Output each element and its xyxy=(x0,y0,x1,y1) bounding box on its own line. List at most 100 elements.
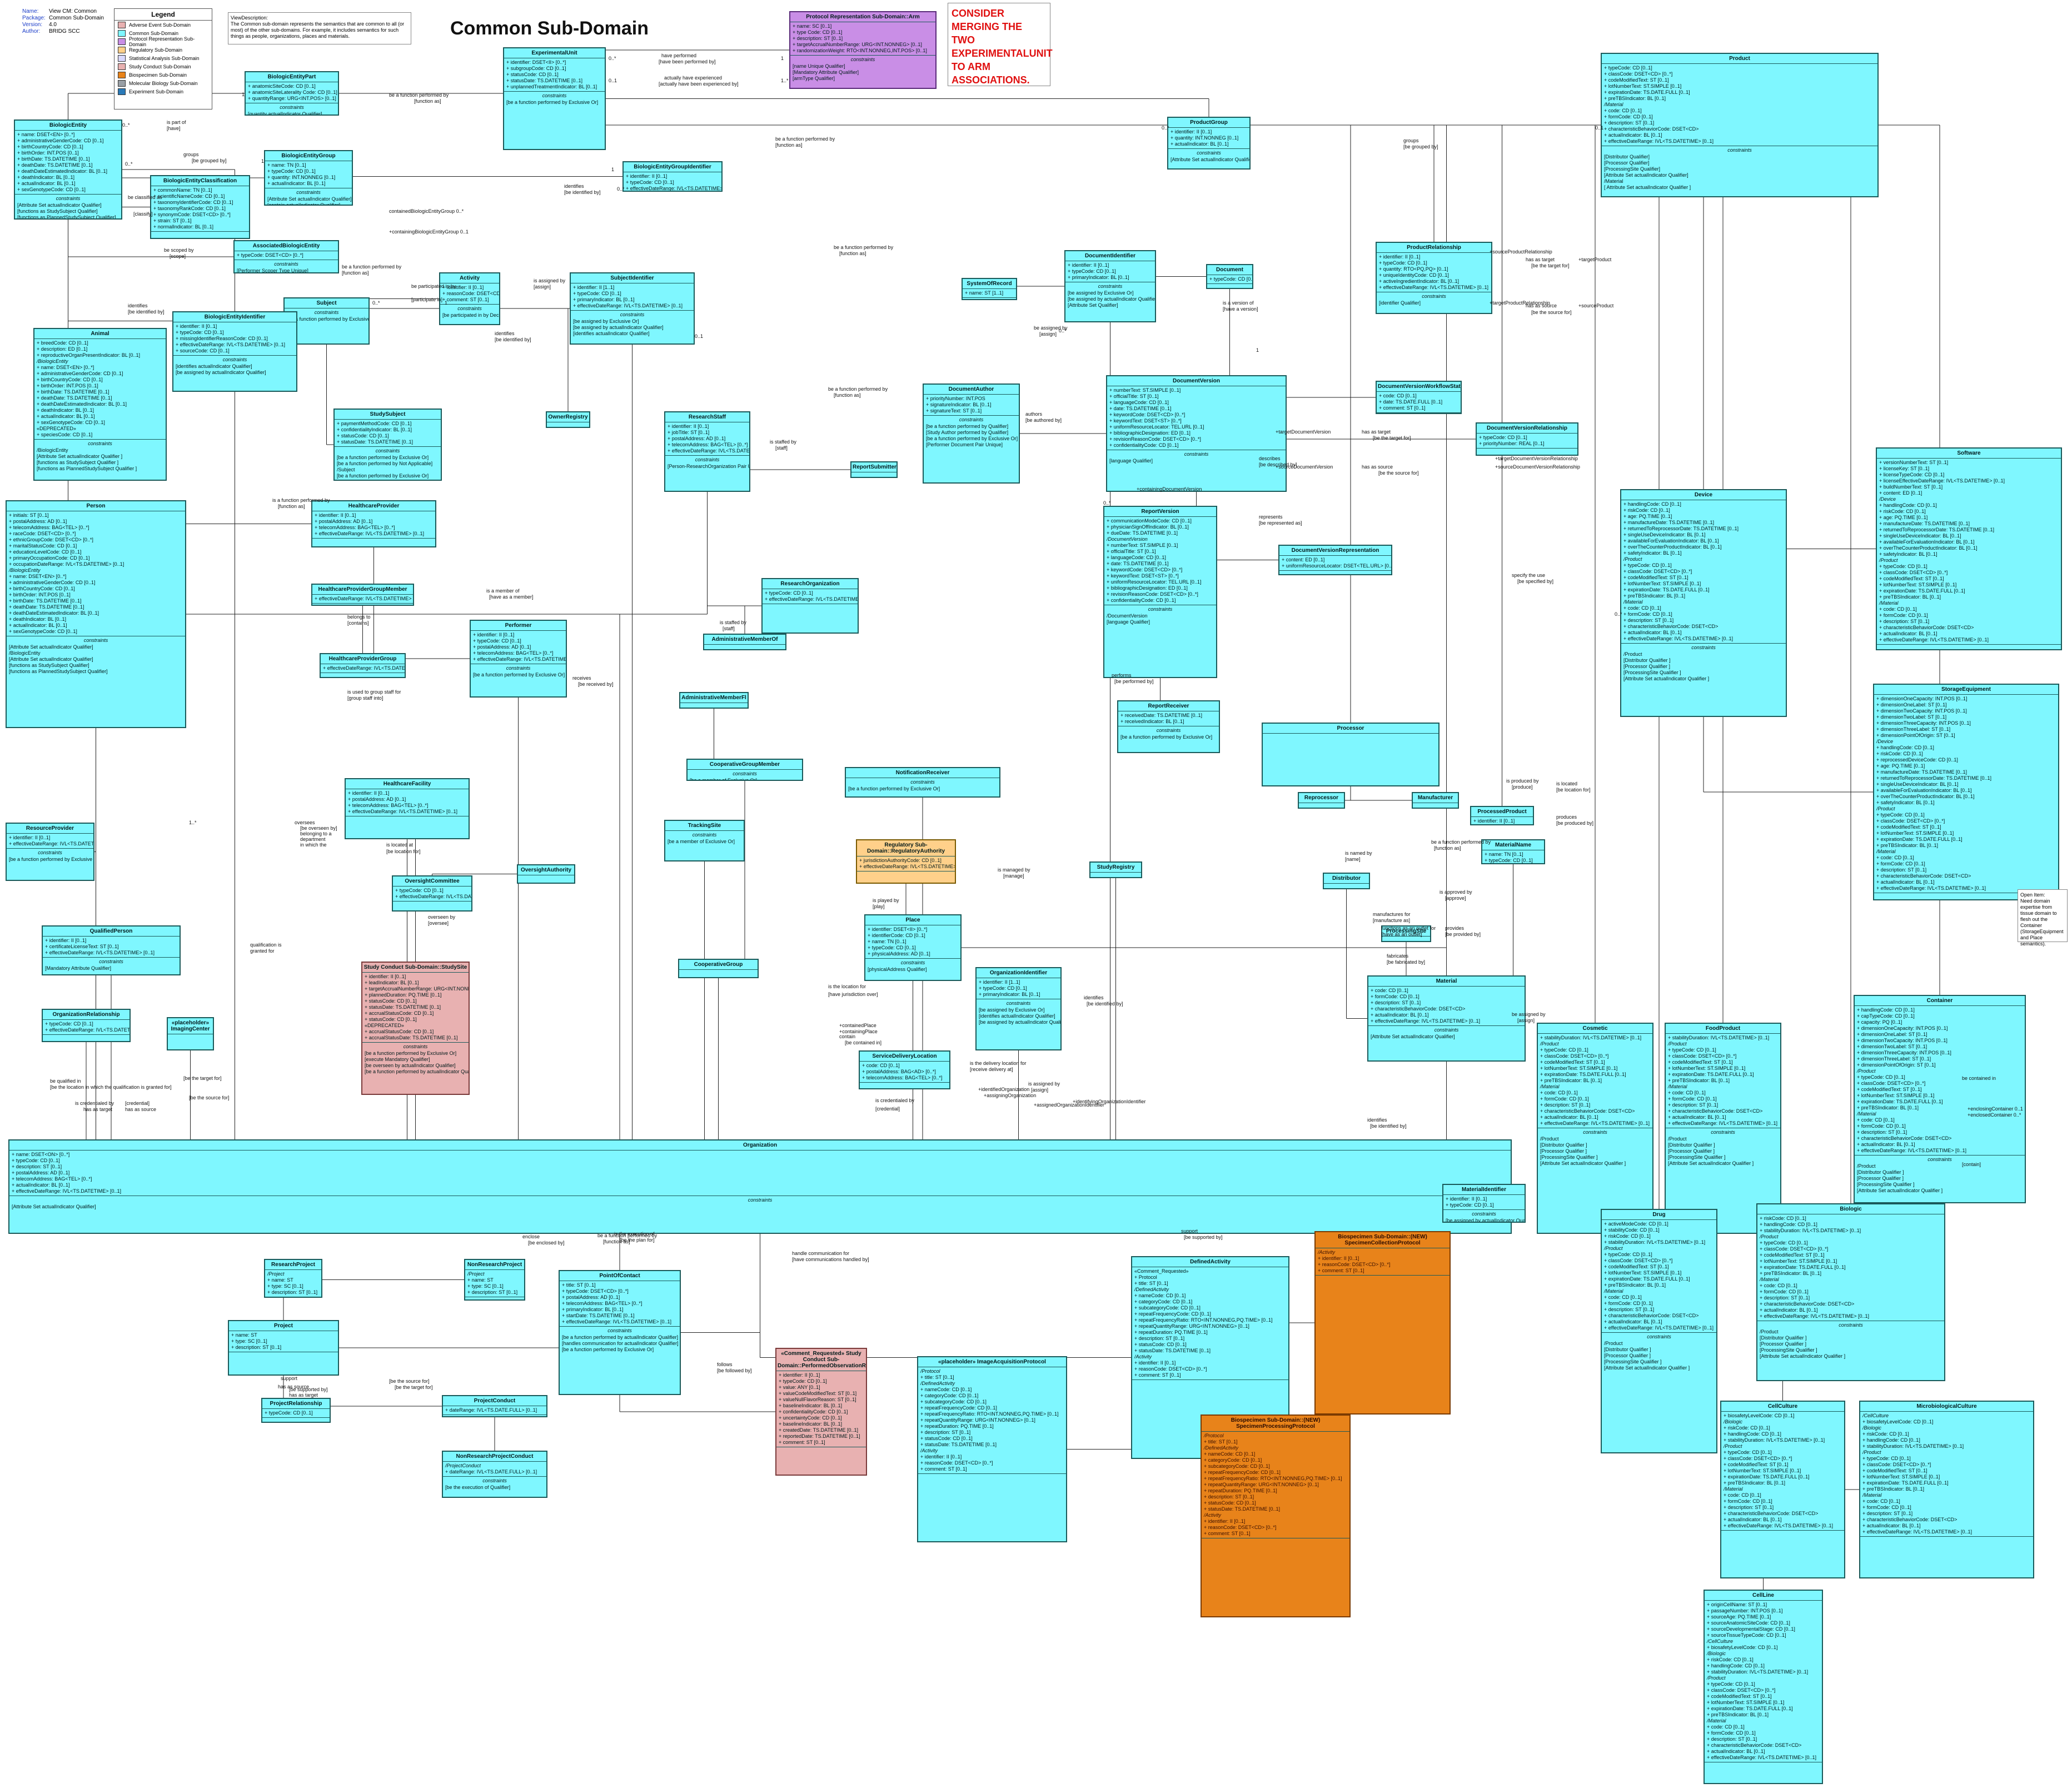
uml-class-oversightauthority[interactable]: OversightAuthority xyxy=(517,864,575,884)
class-constraint: /BiologicEntity xyxy=(37,447,68,453)
class-attributes: + typeCode: CD [0..1]+ classCode: DSET<C… xyxy=(1602,64,1877,146)
uml-class-biologicentitygroup[interactable]: BiologicEntityGroup+ name: TN [0..1]+ ty… xyxy=(264,150,353,206)
uml-class-material[interactable]: Material+ code: CD [0..1]+ formCode: CD … xyxy=(1367,975,1526,1062)
uml-class-healthcarefacility[interactable]: HealthcareFacility+ identifier: II [0..1… xyxy=(345,778,470,839)
uml-class-reportreceiver[interactable]: ReportReceiver+ receivedDate: TS.DATETIM… xyxy=(1117,700,1220,753)
uml-class-processor[interactable]: Processor xyxy=(1262,723,1440,786)
uml-class-productgroup[interactable]: ProductGroup+ identifier: II [0..1]+ qua… xyxy=(1167,117,1251,170)
uml-class-nonresearchproject[interactable]: NonResearchProject/Project+ name: ST+ ty… xyxy=(464,1259,525,1301)
uml-class-documentversionrelationship[interactable]: DocumentVersionRelationship+ typeCode: C… xyxy=(1476,422,1578,456)
class-attributes: + identifier: II [0..1] xyxy=(1471,817,1533,824)
uml-class-microbiologicalculture[interactable]: MicrobiologicalCulture/CellCulture+ bios… xyxy=(1859,1401,2034,1578)
uml-class-healthcareprovider[interactable]: HealthcareProvider+ identifier: II [0..1… xyxy=(311,500,436,547)
uml-class-imagingcenter[interactable]: «placeholder» ImagingCenter xyxy=(167,1017,214,1050)
uml-class-activity[interactable]: Activity+ identifier: II [0..1]+ reasonC… xyxy=(439,272,500,325)
uml-class-person[interactable]: Person+ initials: ST [0..1]+ postalAddre… xyxy=(6,500,186,728)
uml-class-cellline[interactable]: CellLine+ originCellName: ST [0..1]+ pas… xyxy=(1704,1590,1823,1784)
uml-class-studyregistry[interactable]: StudyRegistry xyxy=(1089,861,1142,878)
uml-class-product[interactable]: Product+ typeCode: CD [0..1]+ classCode:… xyxy=(1601,53,1879,197)
uml-class-processedproduct[interactable]: ProcessedProduct+ identifier: II [0..1] xyxy=(1470,806,1534,825)
uml-class-biologicentitypart[interactable]: BiologicEntityPart+ anatomicSiteCode: CD… xyxy=(245,71,339,116)
uml-class-software[interactable]: Software+ versionNumberText: ST [0..1]+ … xyxy=(1876,447,2062,650)
uml-class-documentversionworkflowstatus[interactable]: DocumentVersionWorkflowStatus+ code: CD … xyxy=(1376,381,1462,414)
uml-class-organizationrelationship[interactable]: OrganizationRelationship+ typeCode: CD [… xyxy=(42,1009,131,1042)
uml-class-container[interactable]: Container+ handlingCode: CD [0..1]+ capT… xyxy=(1854,995,2026,1203)
uml-class-resourceprovider[interactable]: ResourceProvider+ identifier: II [0..1]+… xyxy=(6,823,94,881)
open-item-note: Open Item: Need domain expertise from ti… xyxy=(2018,889,2068,947)
uml-class-protocolrep[interactable]: Protocol Representation Sub-Domain::Arm+… xyxy=(789,11,937,89)
uml-class-experimentalunit[interactable]: ExperimentalUnit+ identifier: DSET<II> [… xyxy=(503,47,606,150)
uml-class-storageequipment[interactable]: StorageEquipment+ dimensionOneCapacity: … xyxy=(1873,684,2059,900)
association-label: [be the target for] xyxy=(1373,435,1411,441)
uml-class-documentversionrepresentation[interactable]: DocumentVersionRepresentation+ content: … xyxy=(1278,545,1392,575)
uml-class-studysubject[interactable]: StudySubject+ paymentMethodCode: CD [0..… xyxy=(333,409,442,481)
uml-class-projectrelationship[interactable]: ProjectRelationship+ typeCode: CD [0..1] xyxy=(261,1398,331,1423)
uml-class-device[interactable]: Device+ handlingCode: CD [0..1]+ riskCod… xyxy=(1620,489,1787,717)
uml-class-pointofcontact[interactable]: PointOfContact+ title: ST [0..1]+ typeCo… xyxy=(559,1270,681,1395)
uml-class-ownerregistry[interactable]: OwnerRegistry xyxy=(546,411,590,428)
uml-class-productrelationship[interactable]: ProductRelationship+ identifier: II [0..… xyxy=(1376,242,1492,314)
uml-class-administrativememberfl[interactable]: AdministrativeMemberFl xyxy=(679,692,749,709)
uml-class-reportsubmitter[interactable]: ReportSubmitter xyxy=(850,461,898,478)
uml-class-cooperativegroup[interactable]: CooperativeGroup xyxy=(678,959,759,978)
uml-class-documentauthor[interactable]: DocumentAuthor+ priorityNumber: INT.POS+… xyxy=(923,384,1020,484)
uml-class-servicedeliverylocation[interactable]: ServiceDeliveryLocation+ code: CD [0..1]… xyxy=(859,1050,950,1089)
class-attribute: + code: CD [0..1] xyxy=(1879,606,1917,612)
uml-class-biologicentitygroupidentifier[interactable]: BiologicEntityGroupIdentifier+ identifie… xyxy=(622,161,723,192)
class-attribute: + strain: ST [0..1] xyxy=(153,218,192,223)
uml-class-associatedbiologicentity[interactable]: AssociatedBiologicEntity+ typeCode: DSET… xyxy=(233,240,339,273)
uml-class-document[interactable]: Document+ typeCode: CD [0..1] xyxy=(1206,264,1253,289)
uml-class-reportversion[interactable]: ReportVersion+ communicationModeCode: CD… xyxy=(1103,506,1217,678)
uml-class-animal[interactable]: Animal+ breedCode: CD [0..1]+ descriptio… xyxy=(33,328,167,481)
association-label: [staff] xyxy=(775,445,788,451)
uml-class-subjectidentifier[interactable]: SubjectIdentifier+ identifier: II [1..1]… xyxy=(570,272,695,345)
class-attribute: + code: CD [0..1] xyxy=(1668,1090,1706,1095)
uml-class-distributor[interactable]: Distributor xyxy=(1323,873,1370,889)
uml-class-cellculture[interactable]: CellCulture+ biosafetyLevelCode: CD [0..… xyxy=(1720,1401,1845,1578)
uml-class-documentversion[interactable]: DocumentVersion+ numberText: ST.SIMPLE [… xyxy=(1106,375,1287,492)
uml-class-nonresearchprojectconduct[interactable]: NonResearchProjectConduct/ProjectConduct… xyxy=(442,1451,547,1498)
uml-class-systemofrecord[interactable]: SystemOfRecord+ name: ST [1..1] xyxy=(962,278,1017,300)
uml-class-projectconduct[interactable]: ProjectConduct+ dateRange: IVL<TS.DATE.F… xyxy=(442,1395,547,1417)
uml-class-project[interactable]: Project+ name: ST+ type: SC [0..1]+ desc… xyxy=(228,1320,339,1376)
uml-class-organization[interactable]: Organization+ name: DSET<ON> [0..*]+ typ… xyxy=(8,1139,1512,1234)
class-constraint: [Attribute Set actualIndicator Qualifier… xyxy=(17,202,102,208)
uml-class-biospecimenprocessing[interactable]: Biospecimen Sub-Domain::(NEW) SpecimenPr… xyxy=(1201,1415,1351,1617)
uml-class-researchstaff[interactable]: ResearchStaff+ identifier: II [0..1]+ jo… xyxy=(664,411,750,492)
uml-class-manufacturer[interactable]: Manufacturer xyxy=(1412,792,1459,809)
uml-class-healthcareprovidergroup[interactable]: HealthcareProviderGroup+ effectiveDateRa… xyxy=(320,653,406,678)
uml-class-processingsite[interactable]: ProcessingSite xyxy=(1381,925,1431,942)
association-label: has as source xyxy=(1362,464,1393,470)
uml-class-biologic[interactable]: Biologic+ riskCode: CD [0..1]+ handlingC… xyxy=(1756,1203,1945,1381)
uml-class-researchproject[interactable]: ResearchProject/Project+ name: ST+ type:… xyxy=(264,1259,322,1298)
uml-class-performedobservationresult[interactable]: «Comment_Requested» Study Conduct Sub-Do… xyxy=(775,1348,867,1476)
uml-class-biologicentity[interactable]: BiologicEntity+ name: DSET<EN> [0..*]+ a… xyxy=(14,119,122,220)
class-attribute: + postalAddress: AD [0..1] xyxy=(473,644,531,650)
uml-class-biologicentityclassification[interactable]: BiologicEntityClassification+ commonName… xyxy=(150,175,250,239)
uml-class-biologicentityidentifier[interactable]: BiologicEntityIdentifier+ identifier: II… xyxy=(172,311,297,392)
uml-class-studyconductstudysite[interactable]: Study Conduct Sub-Domain::StudySite+ ide… xyxy=(361,962,470,1095)
uml-class-oversightcommittee[interactable]: OversightCommittee+ typeCode: CD [0..1]+… xyxy=(392,875,472,912)
uml-class-materialname[interactable]: MaterialName+ name: TN [0..1]+ typeCode:… xyxy=(1481,839,1545,864)
uml-class-place[interactable]: Place+ identifier: DSET<II> [0..*]+ iden… xyxy=(864,914,962,981)
uml-class-biospecimencollection[interactable]: Biospecimen Sub-Domain::(NEW) SpecimenCo… xyxy=(1314,1231,1451,1415)
uml-class-foodproduct[interactable]: FoodProduct+ stabilityDuration: IVL<TS.D… xyxy=(1665,1023,1781,1234)
uml-class-organizationidentifier[interactable]: OrganizationIdentifier+ identifier: II [… xyxy=(975,967,1062,1050)
uml-class-reprocessor[interactable]: Reprocessor xyxy=(1298,792,1345,809)
uml-class-drug[interactable]: Drug+ activeModeCode: CD [0..1]+ stabili… xyxy=(1601,1209,1717,1453)
uml-class-healthcareprovidergroupmember[interactable]: HealthcareProviderGroupMember+ effective… xyxy=(311,584,414,606)
uml-class-administrativememberof[interactable]: AdministrativeMemberOf xyxy=(703,634,786,650)
uml-class-imageacquisitionprotocol[interactable]: «placeholder» ImageAcquisitionProtocol/P… xyxy=(917,1356,1067,1542)
uml-class-regulatoryauthority[interactable]: Regulatory Sub-Domain::RegulatoryAuthori… xyxy=(856,839,956,884)
uml-class-cosmetic[interactable]: Cosmetic+ stabilityDuration: IVL<TS.DATE… xyxy=(1537,1023,1653,1234)
association-label: identifies xyxy=(495,331,515,336)
uml-class-performer[interactable]: Performer+ identifier: II [0..1]+ typeCo… xyxy=(470,620,567,698)
uml-class-qualifiedperson[interactable]: QualifiedPerson+ identifier: II [0..1]+ … xyxy=(42,925,181,975)
uml-class-materialidentifier[interactable]: MaterialIdentifier+ identifier: II [0..1… xyxy=(1442,1184,1526,1223)
uml-class-documentidentifier[interactable]: DocumentIdentifier+ identifier: II [0..1… xyxy=(1064,250,1156,322)
uml-class-researchorganization[interactable]: ResearchOrganization+ typeCode: CD [0..1… xyxy=(761,578,859,634)
